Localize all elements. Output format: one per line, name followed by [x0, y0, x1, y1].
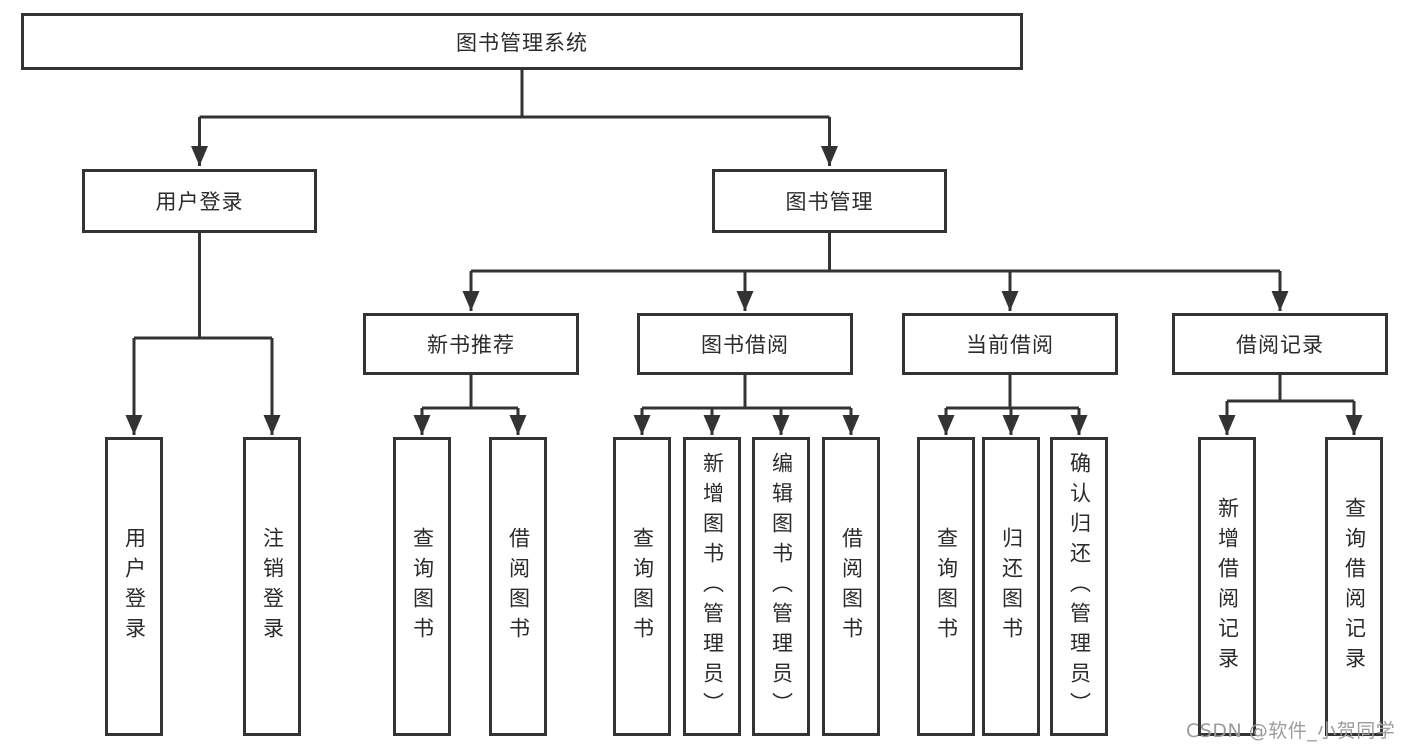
leaf-add-books-admin: 新增图书（管理员） [683, 437, 741, 736]
leaf-query-books-current: 查询图书 [917, 437, 975, 736]
leaf-return-books: 归还图书 [982, 437, 1040, 736]
node-root: 图书管理系统 [21, 13, 1023, 70]
leaf-label: 确认归还（管理员） [1067, 451, 1092, 722]
node-new-book-recommendation: 新书推荐 [363, 313, 579, 375]
node-book-borrowing: 图书借阅 [637, 313, 853, 375]
node-user-login: 用户登录 [82, 169, 317, 233]
leaf-user-login: 用户登录 [105, 437, 163, 736]
node-current-borrowing: 当前借阅 [902, 313, 1118, 375]
leaf-label: 注销登录 [260, 526, 285, 647]
leaf-query-books-recommend: 查询图书 [393, 437, 451, 736]
leaf-add-borrow-record: 新增借阅记录 [1198, 437, 1256, 736]
leaf-label: 归还图书 [999, 526, 1024, 647]
leaf-confirm-return-admin: 确认归还（管理员） [1050, 437, 1108, 736]
leaf-label: 新增图书（管理员） [700, 451, 725, 722]
leaf-label: 用户登录 [122, 526, 147, 647]
leaf-label: 查询借阅记录 [1342, 496, 1367, 677]
node-book-management: 图书管理 [712, 169, 947, 233]
leaf-label: 编辑图书（管理员） [769, 451, 794, 722]
leaf-label: 借阅图书 [839, 526, 864, 647]
leaf-label: 借阅图书 [506, 526, 531, 647]
leaf-query-borrow-record: 查询借阅记录 [1325, 437, 1383, 736]
leaf-label: 查询图书 [934, 526, 959, 647]
leaf-logout: 注销登录 [243, 437, 301, 736]
leaf-borrow-books: 借阅图书 [822, 437, 880, 736]
leaf-borrow-books-recommend: 借阅图书 [489, 437, 547, 736]
csdn-watermark: CSDN @软件_小贺同学 [1186, 720, 1396, 742]
leaf-label: 查询图书 [630, 526, 655, 647]
leaf-label: 新增借阅记录 [1215, 496, 1240, 677]
node-borrowing-records: 借阅记录 [1172, 313, 1388, 375]
leaf-label: 查询图书 [410, 526, 435, 647]
leaf-edit-books-admin: 编辑图书（管理员） [752, 437, 810, 736]
leaf-query-books-borrow: 查询图书 [613, 437, 671, 736]
